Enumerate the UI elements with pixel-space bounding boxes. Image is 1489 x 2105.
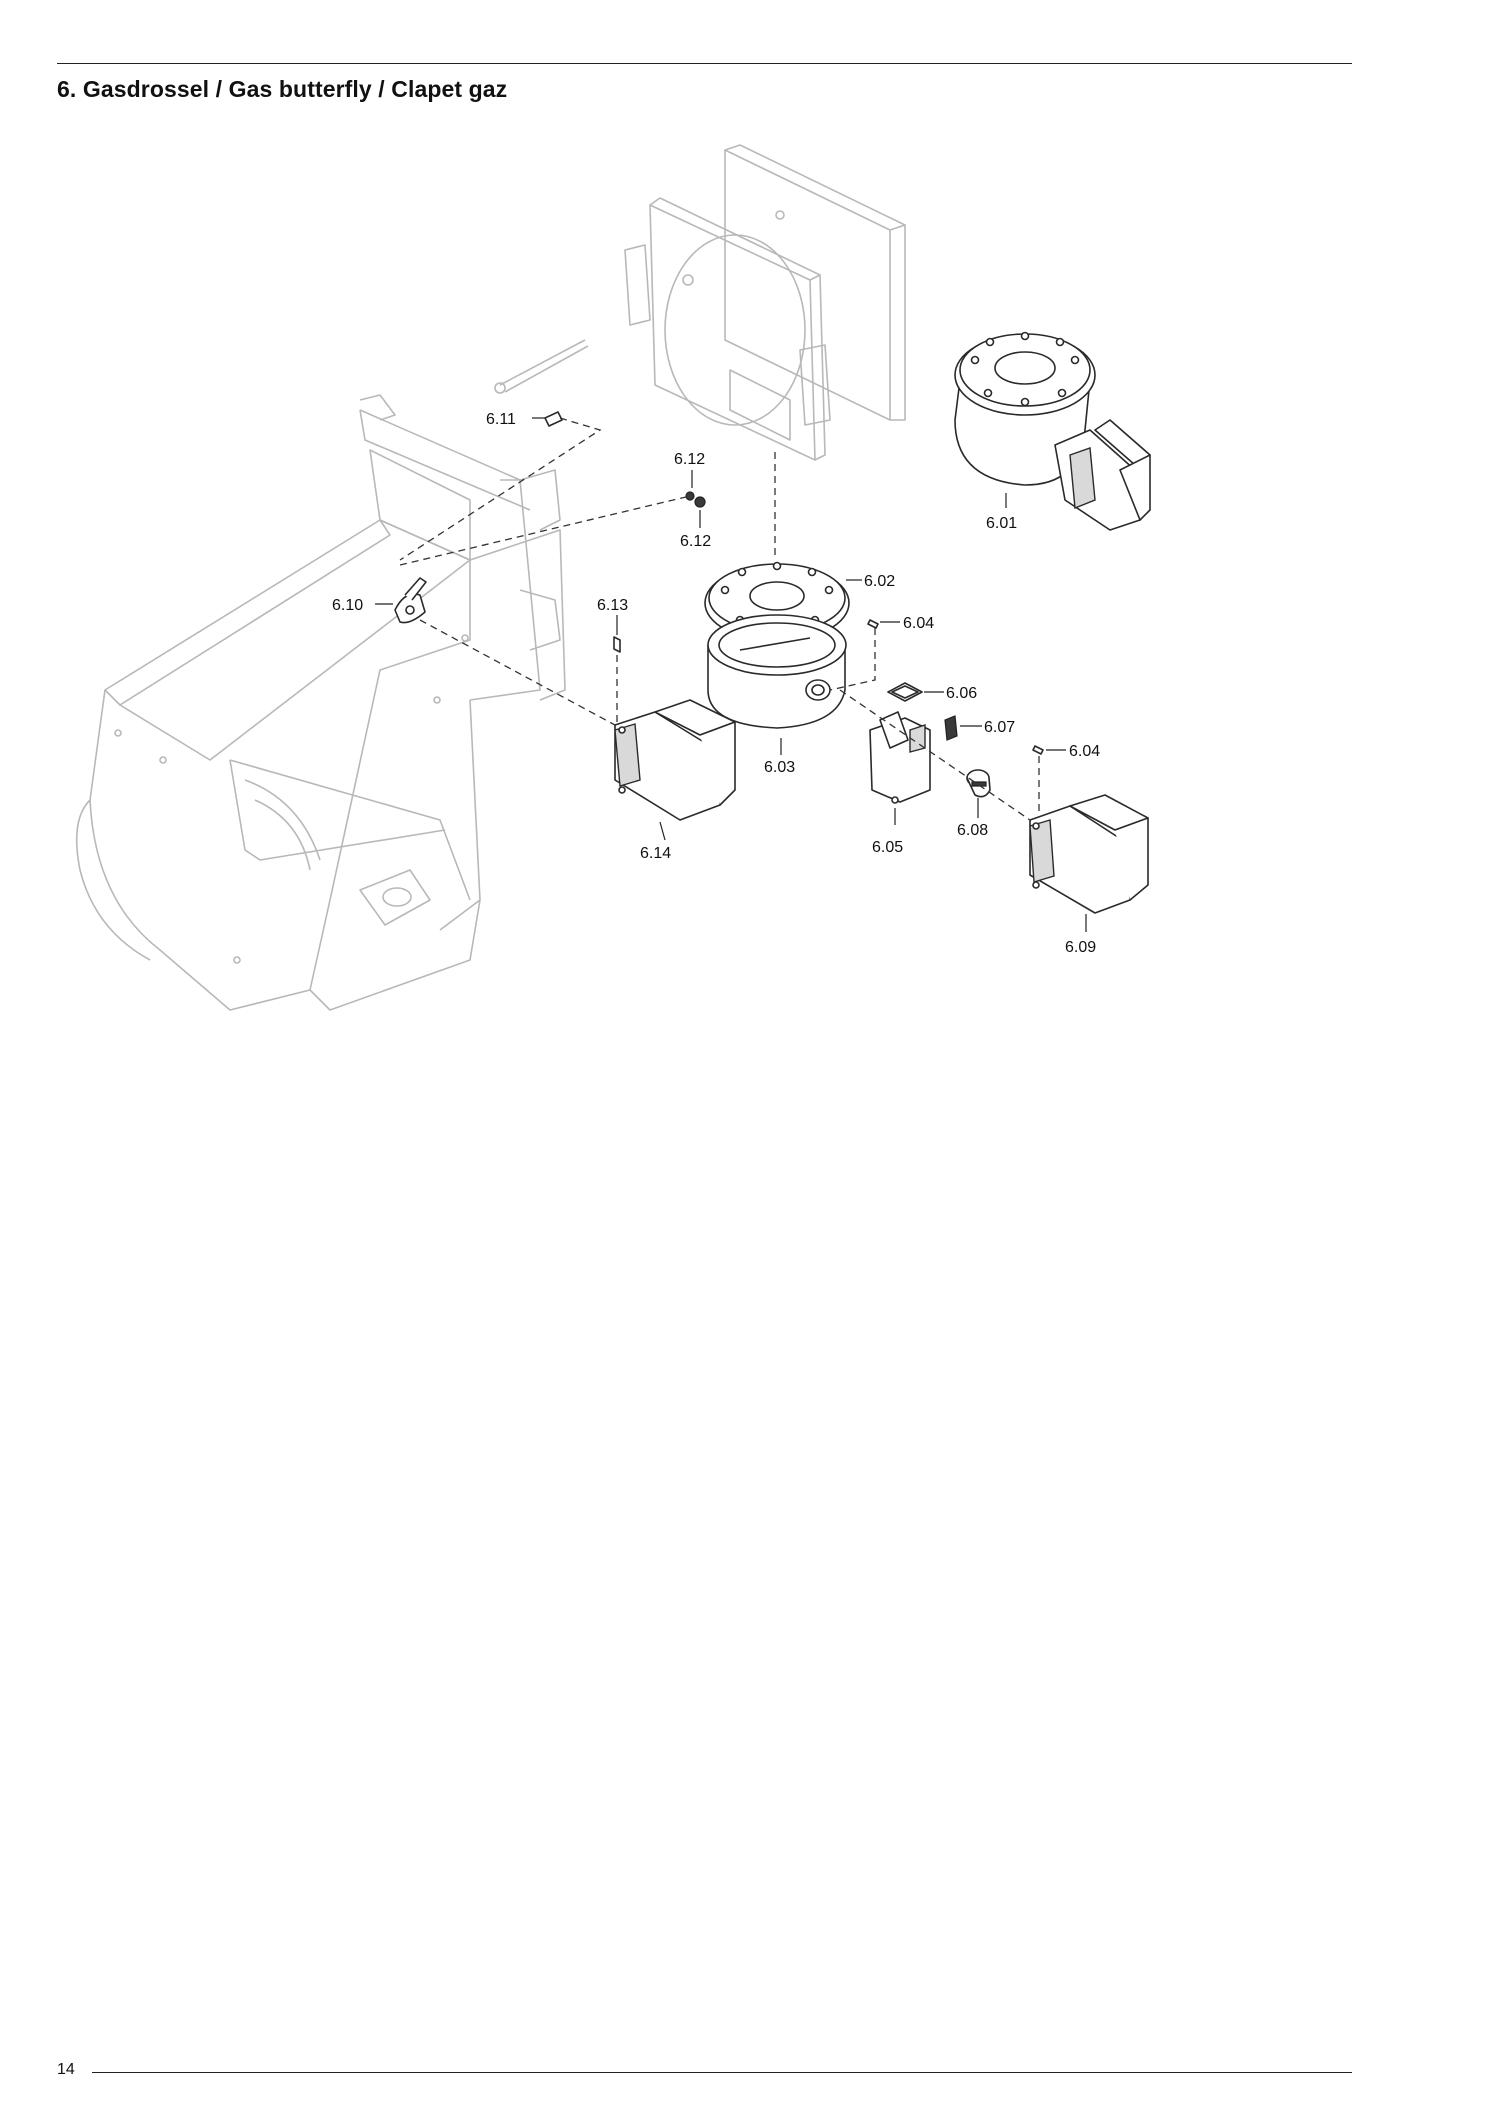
callout-6-07: 6.07 bbox=[984, 719, 1015, 736]
leader-lines bbox=[375, 417, 1087, 932]
callout-6-04-lower: 6.04 bbox=[1069, 743, 1100, 760]
part-6-06-plate bbox=[887, 682, 923, 702]
part-6-03-butterfly-housing bbox=[707, 614, 847, 729]
small-fasteners bbox=[544, 411, 1044, 755]
callout-labels: 6.01 6.02 6.03 6.04 6.04 6.05 6.06 6.07 … bbox=[332, 411, 1100, 956]
bottom-rule bbox=[92, 2072, 1352, 2073]
rod-ghost bbox=[494, 339, 589, 394]
callout-6-04-upper: 6.04 bbox=[903, 615, 934, 632]
part-6-10-lever bbox=[394, 577, 427, 624]
callout-6-03: 6.03 bbox=[764, 759, 795, 776]
callout-6-08: 6.08 bbox=[957, 822, 988, 839]
callout-6-10: 6.10 bbox=[332, 597, 363, 614]
callout-6-12-upper: 6.12 bbox=[674, 451, 705, 468]
part-6-01-butterfly-assembly bbox=[954, 331, 1151, 531]
part-6-07-connector bbox=[944, 715, 958, 741]
part-6-14-actuator bbox=[614, 699, 736, 821]
assembly-lines bbox=[399, 417, 1040, 821]
callout-6-11: 6.11 bbox=[486, 411, 516, 428]
callout-6-09: 6.09 bbox=[1065, 939, 1096, 956]
callout-6-05: 6.05 bbox=[872, 839, 903, 856]
page-title: 6. Gasdrossel / Gas butterfly / Clapet g… bbox=[57, 76, 508, 102]
air-box-ghost bbox=[624, 144, 906, 461]
callout-6-13: 6.13 bbox=[597, 597, 628, 614]
burner-housing-ghost bbox=[75, 394, 566, 1011]
callout-6-01: 6.01 bbox=[986, 515, 1017, 532]
part-6-08-coupling bbox=[966, 769, 991, 798]
callout-6-14: 6.14 bbox=[640, 845, 671, 862]
top-rule bbox=[57, 63, 1352, 64]
callout-6-02: 6.02 bbox=[864, 573, 895, 590]
callout-6-12-lower: 6.12 bbox=[680, 533, 711, 550]
callout-6-06: 6.06 bbox=[946, 685, 977, 702]
part-6-09-actuator bbox=[1029, 794, 1149, 914]
page-number: 14 bbox=[57, 2061, 75, 2078]
part-6-05-bracket bbox=[869, 711, 931, 804]
